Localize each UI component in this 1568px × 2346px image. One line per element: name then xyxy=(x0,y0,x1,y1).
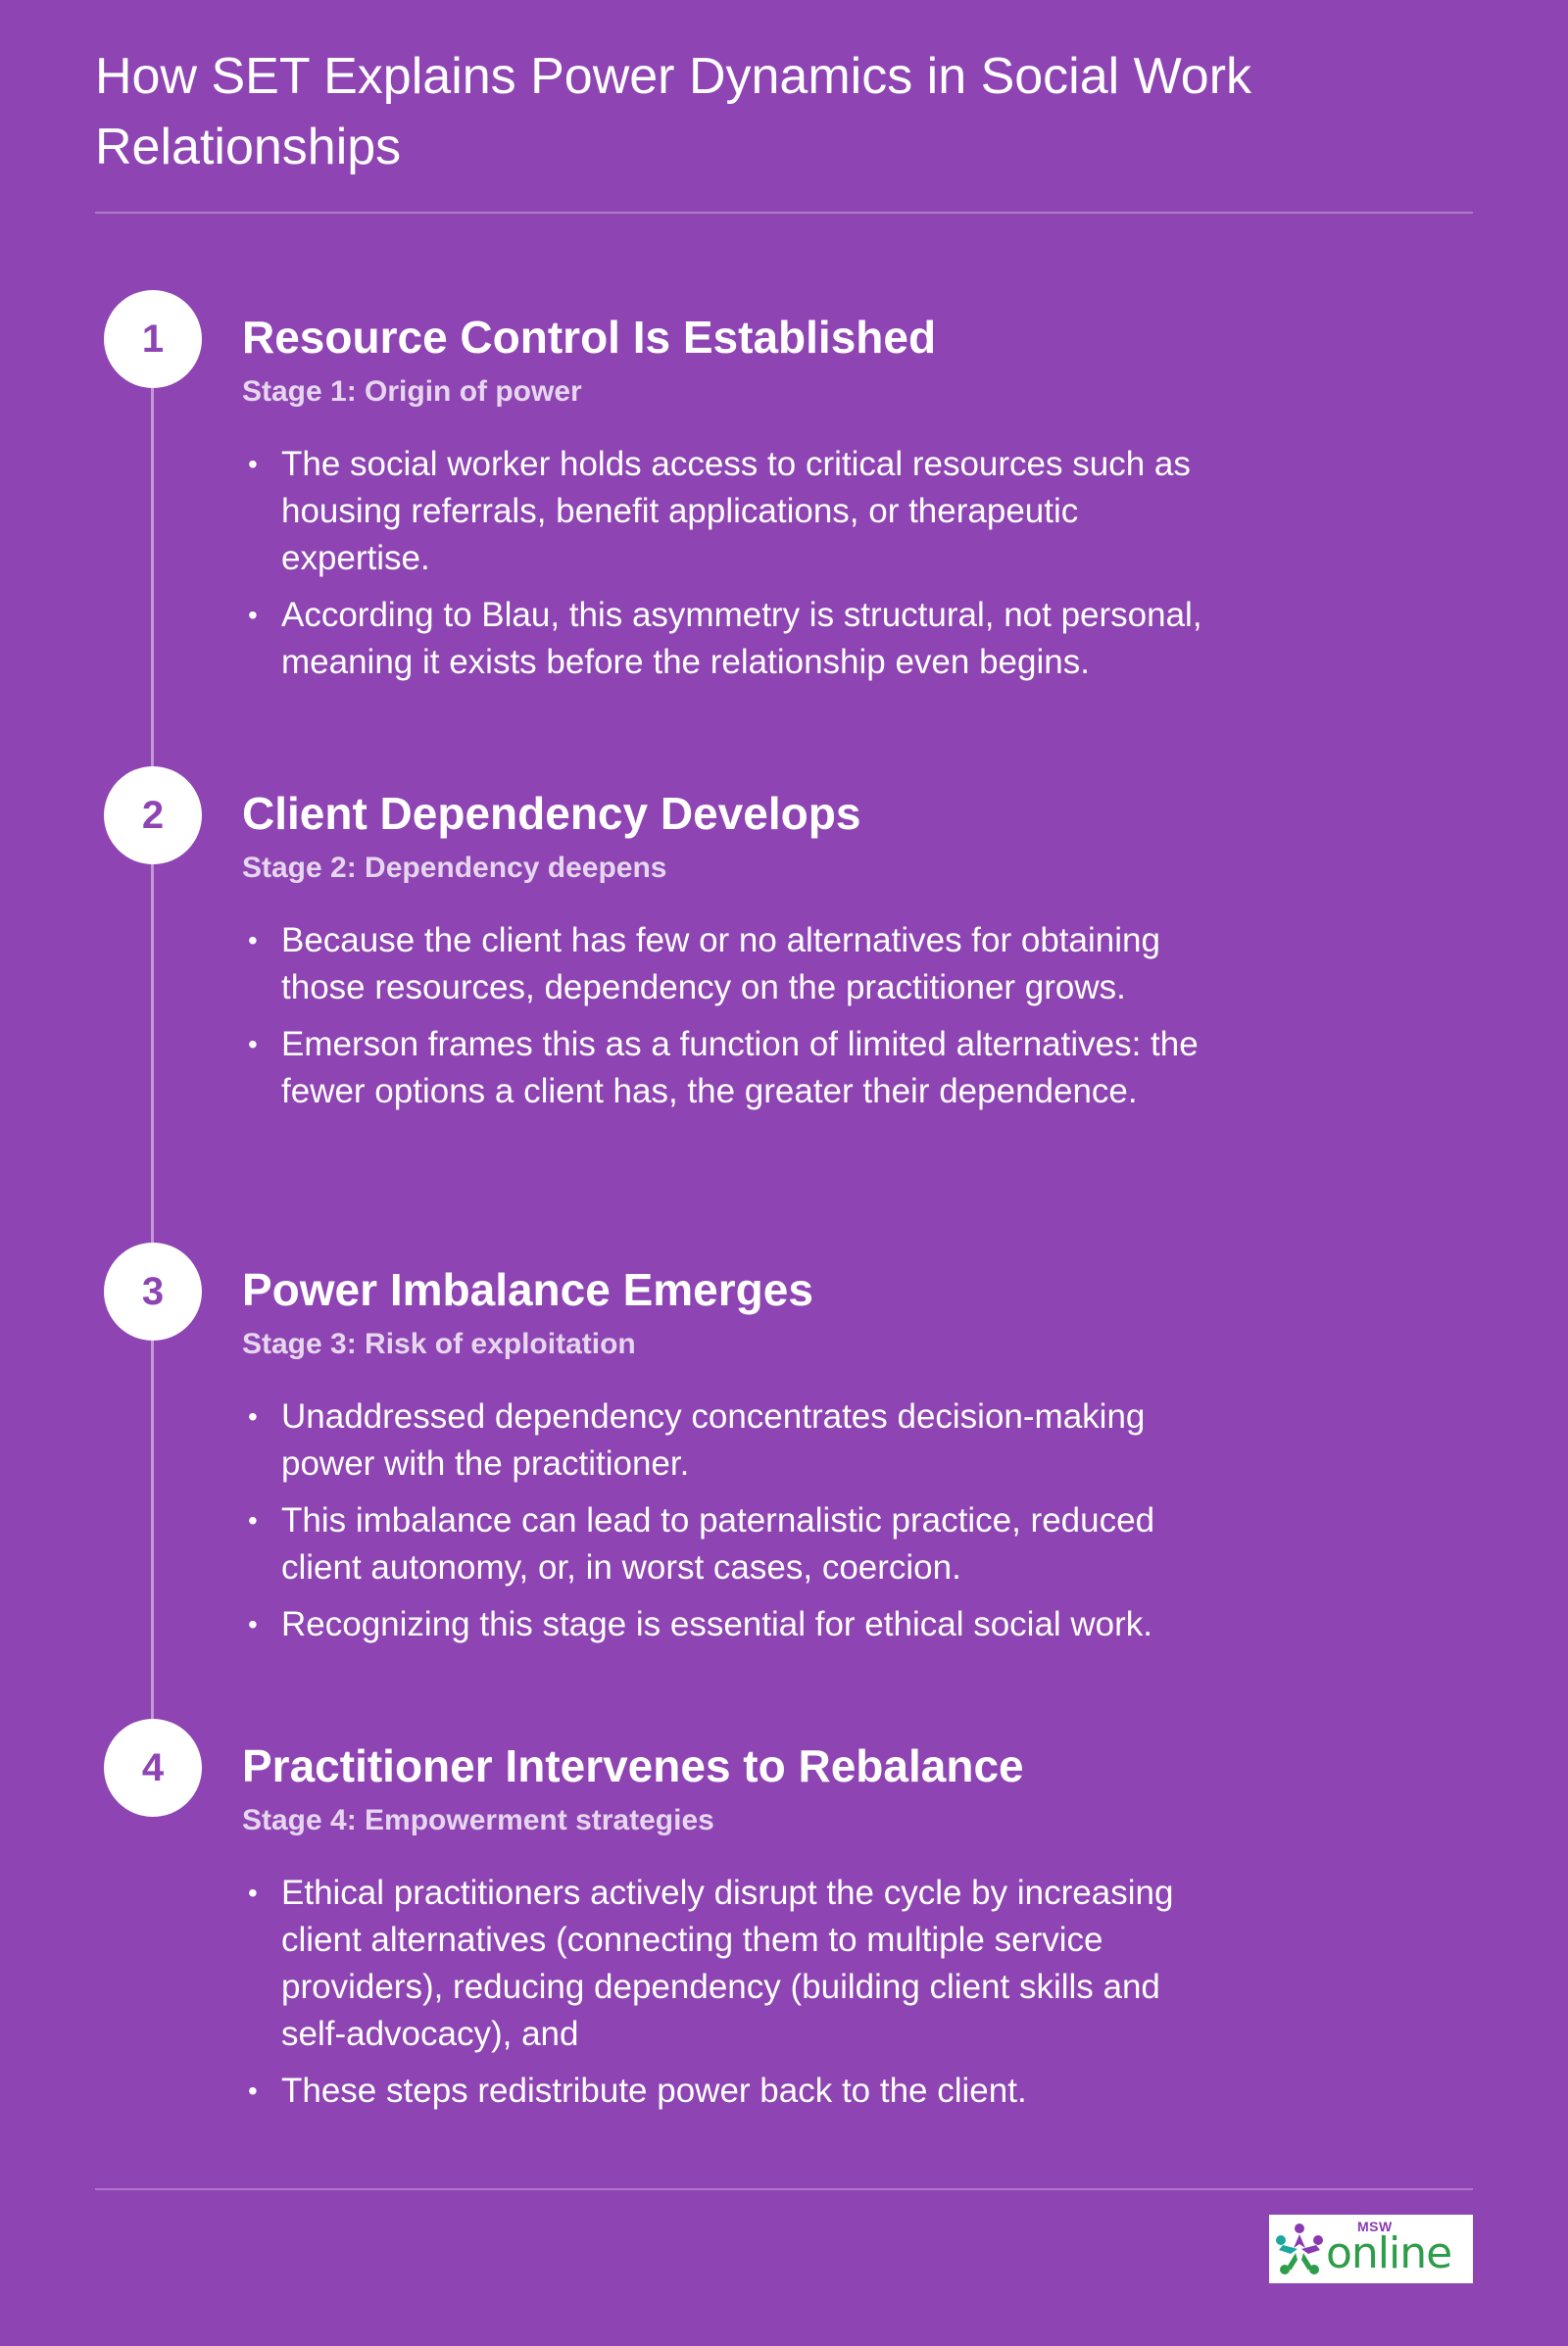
bullet-item: • Recognizing this stage is essential for… xyxy=(242,1601,1202,1648)
bullet-icon: • xyxy=(248,600,258,630)
step-subtitle: Stage 1: Origin of power xyxy=(242,375,582,408)
bullet-icon: • xyxy=(248,925,258,955)
step-number-badge: 4 xyxy=(104,1719,202,1817)
msw-online-logo: MSW online xyxy=(1269,2215,1473,2283)
logo-online-text: online xyxy=(1326,2228,1452,2278)
logo-msw-text: MSW xyxy=(1357,2219,1393,2234)
step-bullet-list: • Because the client has few or no altern… xyxy=(242,917,1320,1115)
bullet-text: According to Blau, this asymmetry is str… xyxy=(281,596,1202,681)
timeline-connector xyxy=(151,341,154,1766)
step-content: Resource Control Is Established Stage 1:… xyxy=(242,310,1320,696)
page-title: How SET Explains Power Dynamics in Socia… xyxy=(95,48,1252,175)
step-subtitle: Stage 3: Risk of exploitation xyxy=(242,1328,636,1360)
bullet-text: Because the client has few or no alterna… xyxy=(281,921,1160,1006)
bullet-text: The social worker holds access to critic… xyxy=(281,445,1191,577)
step-number-badge: 1 xyxy=(104,290,202,388)
step-subtitle: Stage 4: Empowerment strategies xyxy=(242,1804,714,1836)
step-bullet-list: • The social worker holds access to criti… xyxy=(242,441,1320,686)
bullet-text: Unaddressed dependency concentrates deci… xyxy=(281,1397,1146,1483)
bullet-item: • This imbalance can lead to paternalisti… xyxy=(242,1497,1202,1591)
bullet-icon: • xyxy=(248,1029,258,1059)
step-bullet-list: • Ethical practitioners actively disrupt … xyxy=(242,1870,1320,2115)
title-divider xyxy=(95,212,1473,214)
footer-divider xyxy=(95,2188,1473,2190)
step-content: Power Imbalance Emerges Stage 3: Risk of… xyxy=(242,1262,1320,1658)
bullet-icon: • xyxy=(248,1609,258,1639)
bullet-icon: • xyxy=(248,449,258,479)
bullet-text: Ethical practitioners actively disrupt t… xyxy=(281,1874,1174,2053)
bullet-icon: • xyxy=(248,2076,258,2106)
bullet-icon: • xyxy=(248,1401,258,1432)
bullet-item: • Ethical practitioners actively disrupt … xyxy=(242,1870,1202,2058)
bullet-item: • These steps redistribute power back to … xyxy=(242,2068,1202,2115)
step-number-badge: 3 xyxy=(104,1243,202,1341)
bullet-item: • Emerson frames this as a function of li… xyxy=(242,1021,1202,1115)
step-title: Resource Control Is Established xyxy=(242,312,937,363)
bullet-text: This imbalance can lead to paternalistic… xyxy=(281,1501,1155,1587)
bullet-text: Recognizing this stage is essential for … xyxy=(281,1605,1153,1643)
step-number-badge: 2 xyxy=(104,766,202,864)
people-star-logo-icon xyxy=(1276,2224,1323,2274)
logo-wordmark: MSW online xyxy=(1326,2215,1473,2283)
step-title: Power Imbalance Emerges xyxy=(242,1264,813,1315)
infographic-page: How SET Explains Power Dynamics in Socia… xyxy=(95,0,1473,2346)
bullet-text: These steps redistribute power back to t… xyxy=(281,2072,1027,2110)
bullet-icon: • xyxy=(248,1878,258,1908)
step-subtitle: Stage 2: Dependency deepens xyxy=(242,852,667,884)
bullet-item: • The social worker holds access to criti… xyxy=(242,441,1202,582)
step-content: Practitioner Intervenes to Rebalance Sta… xyxy=(242,1738,1320,2125)
bullet-item: • Because the client has few or no altern… xyxy=(242,917,1202,1011)
step-bullet-list: • Unaddressed dependency concentrates dec… xyxy=(242,1393,1320,1648)
step-title: Practitioner Intervenes to Rebalance xyxy=(242,1740,1024,1791)
step-title: Client Dependency Develops xyxy=(242,788,861,839)
bullet-text: Emerson frames this as a function of lim… xyxy=(281,1025,1199,1110)
bullet-item: • According to Blau, this asymmetry is st… xyxy=(242,592,1202,686)
step-content: Client Dependency Develops Stage 2: Depe… xyxy=(242,786,1320,1125)
bullet-item: • Unaddressed dependency concentrates dec… xyxy=(242,1393,1202,1488)
bullet-icon: • xyxy=(248,1505,258,1536)
